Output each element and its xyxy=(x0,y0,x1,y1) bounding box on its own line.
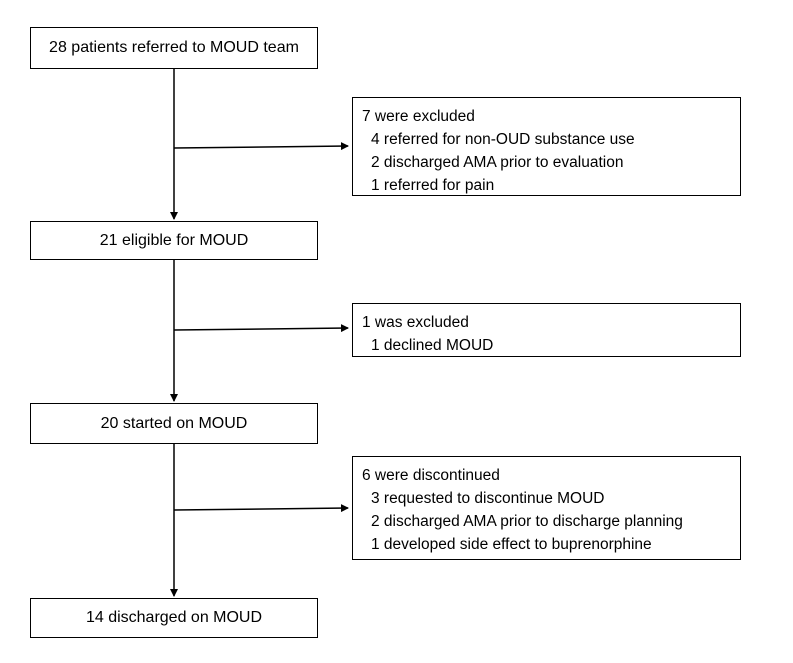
box-excluded-1: 7 were excluded 4 referred for non-OUD s… xyxy=(352,97,741,196)
box-referred-text: 28 patients referred to MOUD team xyxy=(49,39,299,56)
arrow-side-3 xyxy=(173,504,349,513)
excluded-1-item: 2 discharged AMA prior to evaluation xyxy=(371,154,624,171)
arrow-side-2 xyxy=(173,324,349,333)
discontinued-item: 2 discharged AMA prior to discharge plan… xyxy=(371,513,683,530)
excluded-2-item: 1 declined MOUD xyxy=(371,337,494,354)
excluded-1-item: 1 referred for pain xyxy=(371,177,495,194)
box-excluded-2: 1 was excluded 1 declined MOUD xyxy=(352,303,741,357)
box-discontinued: 6 were discontinued 3 requested to disco… xyxy=(352,456,741,560)
excluded-2-title: 1 was excluded xyxy=(362,314,469,331)
box-discharged-text: 14 discharged on MOUD xyxy=(85,609,263,626)
box-discharged: 14 discharged on MOUD xyxy=(30,598,318,638)
discontinued-item: 1 developed side effect to buprenorphine xyxy=(371,536,652,553)
arrow-side-1 xyxy=(173,142,349,151)
box-started-text: 20 started on MOUD xyxy=(100,414,248,432)
excluded-1-item: 4 referred for non-OUD substance use xyxy=(371,131,635,148)
discontinued-title: 6 were discontinued xyxy=(362,467,500,484)
box-started: 20 started on MOUD xyxy=(30,403,318,444)
box-referred: 28 patients referred to MOUD team xyxy=(30,27,318,69)
discontinued-item: 3 requested to discontinue MOUD xyxy=(371,490,605,507)
box-eligible: 21 eligible for MOUD xyxy=(30,221,318,260)
box-eligible-text: 21 eligible for MOUD xyxy=(99,231,249,249)
excluded-1-title: 7 were excluded xyxy=(362,108,475,125)
